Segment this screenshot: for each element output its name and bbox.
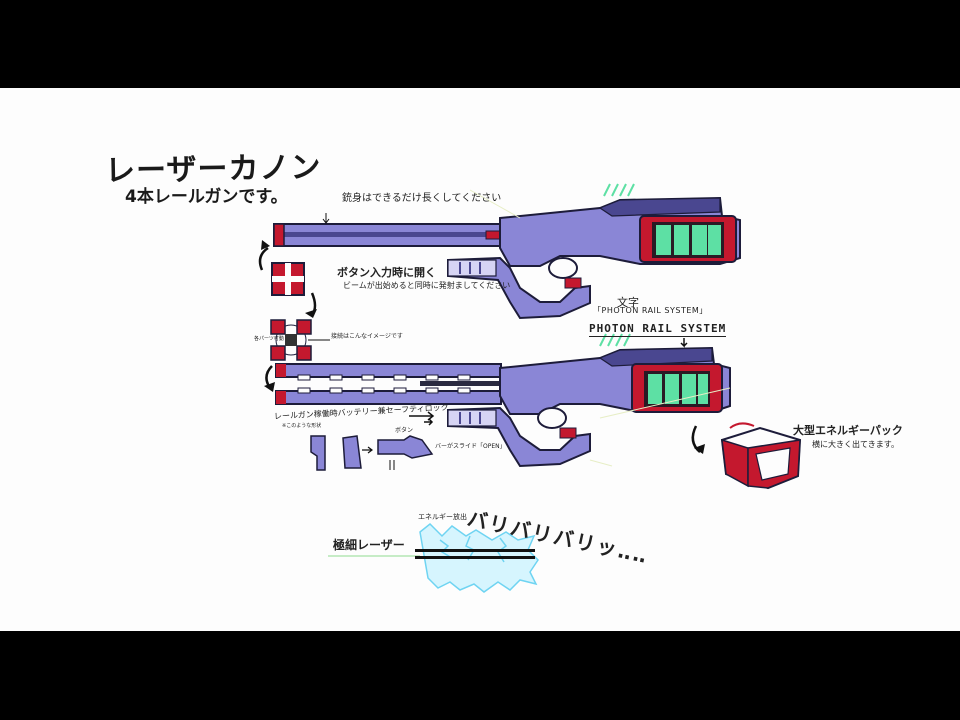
laser-beam-2 bbox=[415, 556, 535, 559]
cell-2 bbox=[674, 225, 689, 255]
side-components bbox=[258, 240, 330, 392]
concept-art-sheet: レーザーカノン 4本レールガンです。 bbox=[0, 88, 960, 631]
note-pack-desc: 横に大きく出てきます。 bbox=[812, 440, 899, 449]
letterbox-bottom bbox=[0, 631, 960, 720]
laser-cannon-closed bbox=[273, 183, 741, 320]
note-fine-laser: 極細レーザー bbox=[333, 538, 405, 552]
cross-part-closed bbox=[271, 262, 305, 296]
note-open: バーがスライド「OPEN」 bbox=[435, 443, 506, 450]
note-button-small: ボタン bbox=[395, 427, 414, 434]
page-subtitle: 4本レールガンです。 bbox=[125, 187, 288, 207]
note-barrel-length: 銃身はできるだけ長くしてください bbox=[342, 193, 502, 204]
note-side: 各パーツ可動 bbox=[254, 336, 284, 342]
vent-marks bbox=[603, 183, 635, 197]
weapon-illustration bbox=[258, 183, 802, 593]
weapon-logo: PHOTON RAIL SYSTEM bbox=[589, 322, 727, 337]
note-text-label: 文字 bbox=[617, 296, 639, 309]
trigger-guard bbox=[548, 257, 578, 279]
cell-1 bbox=[656, 225, 671, 255]
trigger-button bbox=[564, 277, 582, 289]
note-beam: ビームが出始めると同時に発射ましてください bbox=[343, 281, 511, 290]
cell-4 bbox=[708, 225, 721, 255]
note-detail: 接続はこんなイメージです bbox=[331, 333, 403, 340]
arrow-left-1 bbox=[258, 246, 269, 271]
note-button-open: ボタン入力時に開く bbox=[337, 266, 436, 279]
barrel-groove bbox=[282, 232, 502, 237]
fine-laser-effect bbox=[328, 522, 539, 593]
laser-cannon-open bbox=[275, 333, 731, 468]
large-energy-pack bbox=[691, 422, 802, 490]
foregrip bbox=[447, 259, 497, 277]
letterbox-top bbox=[0, 0, 960, 88]
top-plate bbox=[598, 197, 721, 217]
laser-beam-1 bbox=[415, 549, 535, 552]
rail-lock-sketches bbox=[310, 418, 434, 471]
muzzle-cap bbox=[273, 223, 285, 247]
note-rail-shape: ※このような形状 bbox=[282, 423, 322, 429]
note-text-value: 「PHOTON RAIL SYSTEM」 bbox=[593, 306, 708, 315]
core-barrel bbox=[420, 381, 510, 386]
cross-part-open bbox=[270, 319, 312, 361]
note-energy-release: エネルギー放出 bbox=[418, 513, 467, 521]
note-pack-title: 大型エネルギーパック bbox=[793, 424, 903, 437]
cell-3 bbox=[692, 225, 707, 255]
